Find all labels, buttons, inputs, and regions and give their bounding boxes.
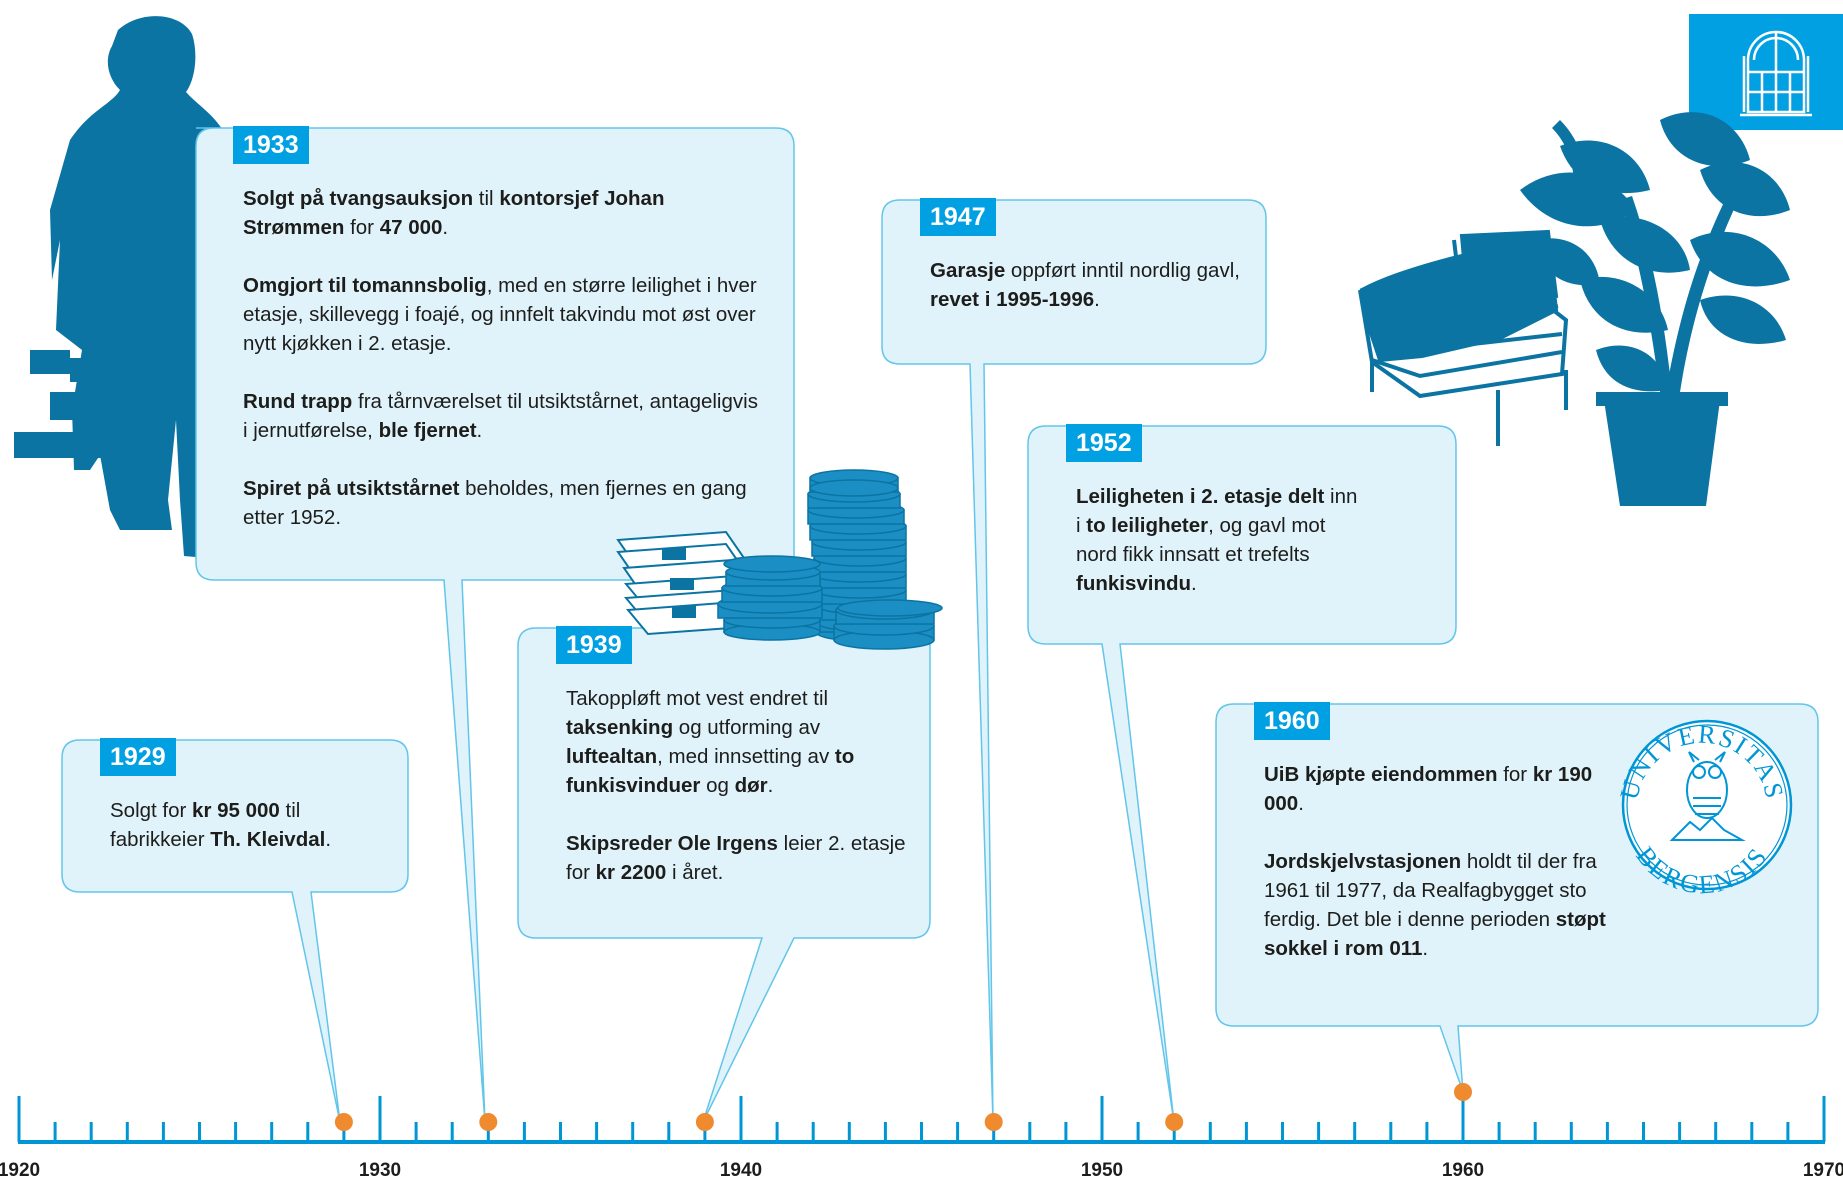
event-paragraph: Jordskjelvstasjonen holdt til der fra 19… bbox=[1264, 850, 1606, 960]
armchair-icon bbox=[1358, 229, 1569, 446]
plant-icon bbox=[1520, 112, 1790, 506]
year-tag-1929: 1929 bbox=[100, 738, 176, 776]
event-paragraph: Takoppløft mot vest endret til taksenkin… bbox=[566, 687, 855, 797]
event-text-1960: UiB kjøpte eiendommen for kr 190 000. Jor… bbox=[1264, 760, 1634, 963]
event-text-1933: Solgt på tvangsauksjon til kontorsjef Jo… bbox=[243, 184, 763, 532]
event-paragraph: Garasje oppført inntil nordlig gavl, rev… bbox=[930, 259, 1240, 311]
worker-silhouette-icon bbox=[14, 16, 240, 560]
event-paragraph: UiB kjøpte eiendommen for kr 190 000. bbox=[1264, 763, 1593, 815]
bubble-1947 bbox=[881, 199, 1267, 1123]
timeline-axis bbox=[17, 1096, 1826, 1144]
axis-label: 1970 bbox=[1802, 1160, 1843, 1181]
event-paragraph: Omgjort til tomannsbolig, med en større … bbox=[243, 274, 757, 355]
axis-label: 1920 bbox=[0, 1160, 41, 1181]
year-tag-1947: 1947 bbox=[920, 198, 996, 236]
axis-label: 1950 bbox=[1080, 1160, 1124, 1181]
event-marker-1933 bbox=[479, 1113, 498, 1131]
event-text-1952: Leiligheten i 2. etasje delt inn i to le… bbox=[1076, 482, 1366, 598]
event-paragraph: Skipsreder Ole Irgens leier 2. etasje fo… bbox=[566, 832, 906, 884]
event-paragraph: Spiret på utsiktstårnet beholdes, men fj… bbox=[243, 477, 747, 529]
bubble-1952 bbox=[1027, 425, 1457, 1123]
event-marker-1939 bbox=[695, 1113, 714, 1131]
event-paragraph: Solgt for kr 95 000 til fabrikkeier Th. … bbox=[110, 799, 332, 851]
event-paragraph: Leiligheten i 2. etasje delt inn i to le… bbox=[1076, 485, 1358, 595]
event-marker-1947 bbox=[984, 1113, 1003, 1131]
year-tag-1952: 1952 bbox=[1066, 424, 1142, 462]
door-logo-icon bbox=[1689, 14, 1843, 130]
year-tag-1939: 1939 bbox=[556, 626, 632, 664]
event-markers bbox=[334, 1083, 1472, 1131]
event-marker-1952 bbox=[1165, 1113, 1184, 1131]
event-text-1947: Garasje oppført inntil nordlig gavl, rev… bbox=[930, 256, 1250, 314]
money-stack-icon bbox=[616, 469, 943, 650]
year-tag-1933: 1933 bbox=[233, 126, 309, 164]
axis-label: 1960 bbox=[1441, 1160, 1485, 1181]
year-tag-1960: 1960 bbox=[1254, 702, 1330, 740]
event-paragraph: Rund trapp fra tårnværelset til utsiktst… bbox=[243, 390, 758, 442]
event-marker-1960 bbox=[1454, 1083, 1472, 1101]
axis-label: 1940 bbox=[719, 1160, 763, 1181]
event-text-1929: Solgt for kr 95 000 til fabrikkeier Th. … bbox=[110, 796, 370, 854]
bubble-1929 bbox=[61, 739, 409, 1123]
event-paragraph: Solgt på tvangsauksjon til kontorsjef Jo… bbox=[243, 187, 665, 239]
axis-label: 1930 bbox=[358, 1160, 402, 1181]
event-marker-1929 bbox=[334, 1113, 353, 1131]
event-text-1939: Takoppløft mot vest endret til taksenkin… bbox=[566, 684, 906, 887]
